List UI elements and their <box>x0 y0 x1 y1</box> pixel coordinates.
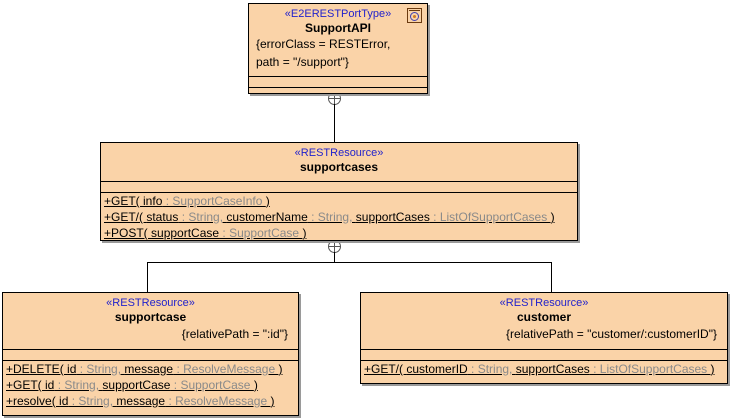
operation-identifier: message <box>116 394 166 408</box>
class-box-supportcases[interactable]: «RESTResource» supportcases +GET( info :… <box>100 142 578 241</box>
operation-identifier: +GET( <box>6 378 46 392</box>
operation-row[interactable]: +GET/( status : String, customerName : S… <box>101 209 577 225</box>
operation-identifier: ) <box>265 194 270 208</box>
port-type-icon <box>407 8 422 23</box>
operation-identifier: customerID <box>406 362 468 376</box>
supportcases-name: supportcases <box>299 160 379 174</box>
operation-identifier: status <box>146 210 179 224</box>
operation-row[interactable]: +GET( id : String, supportCase : Support… <box>3 377 298 393</box>
operation-identifier: supportCases <box>515 362 590 376</box>
containment-stem-supportcases <box>334 252 335 263</box>
operation-identifier: id <box>59 394 69 408</box>
supportcase-stereotype: «RESTResource» <box>106 297 195 309</box>
operation-identifier: +GET/( <box>104 210 147 224</box>
containment-drop-supportcase <box>147 262 148 292</box>
operation-identifier: +POST( <box>104 226 152 240</box>
operation-type: : SupportCase <box>219 226 303 240</box>
operation-type: : SupportCaseInfo <box>162 194 266 208</box>
operation-identifier: +GET/( <box>364 362 407 376</box>
supportcases-stereotype: «RESTResource» <box>294 147 384 159</box>
customer-attributes-compartment <box>361 349 727 360</box>
operation-identifier: supportCase <box>102 378 171 392</box>
operation-type: : String, <box>54 378 103 392</box>
support-api-stereotype: «E2ERESTPortType» <box>284 8 392 20</box>
operation-row[interactable]: +DELETE( id : String, message : ResolveM… <box>3 361 298 377</box>
operation-identifier: info <box>143 194 163 208</box>
containment-line-supportapi-supportcases <box>334 104 335 142</box>
operation-signature: +GET/( status : String, customerName : S… <box>104 210 555 224</box>
operation-identifier: message <box>124 362 174 376</box>
operation-type: : String, <box>178 210 227 224</box>
support-api-operations-compartment <box>249 87 427 98</box>
operation-signature: +DELETE( id : String, message : ResolveM… <box>6 362 283 376</box>
customer-name: customer <box>516 310 572 324</box>
operation-identifier: ) <box>302 226 307 240</box>
supportcases-operations-compartment: +GET( info : SupportCaseInfo )+GET/( sta… <box>101 192 577 241</box>
supportcases-header: «RESTResource» supportcases <box>101 143 577 181</box>
containment-drop-customer <box>551 262 552 292</box>
operation-identifier: +GET( <box>104 194 144 208</box>
supportcases-attributes-compartment <box>101 181 577 192</box>
support-api-header: «E2ERESTPortType» SupportAPI {errorClass… <box>249 4 427 76</box>
class-box-customer[interactable]: «RESTResource» customer {relativePath = … <box>360 292 728 384</box>
support-api-properties-line2: path = "/support"} <box>256 55 349 69</box>
operation-identifier: ) <box>270 394 275 408</box>
operation-type: : String, <box>68 394 117 408</box>
operation-signature: +GET/( customerID : String, supportCases… <box>364 362 715 376</box>
class-box-support-api[interactable]: «E2ERESTPortType» SupportAPI {errorClass… <box>248 3 428 94</box>
containment-branch-bar <box>147 262 551 263</box>
operation-row[interactable]: +GET( info : SupportCaseInfo ) <box>101 193 577 209</box>
operation-type: : ResolveMessage <box>165 394 271 408</box>
operation-type: : SupportCase <box>170 378 254 392</box>
class-box-supportcase[interactable]: «RESTResource» supportcase {relativePath… <box>2 292 299 416</box>
operation-signature: +resolve( id : String, message : Resolve… <box>6 394 275 408</box>
operation-identifier: ) <box>710 362 715 376</box>
operation-type: : ResolveMessage <box>173 362 279 376</box>
operation-type: : ListOfSupportCases <box>429 210 551 224</box>
operation-signature: +GET( id : String, supportCase : Support… <box>6 378 258 392</box>
supportcase-name: supportcase <box>114 310 187 324</box>
operation-signature: +POST( supportCase : SupportCase ) <box>104 226 306 240</box>
operation-identifier: ) <box>550 210 555 224</box>
supportcase-properties: {relativePath = ":id"} <box>181 327 288 341</box>
support-api-attributes-compartment <box>249 76 427 87</box>
operation-identifier: customerName <box>226 210 308 224</box>
operation-row[interactable]: +POST( supportCase : SupportCase ) <box>101 225 577 241</box>
support-api-properties-line1: {errorClass = RESTError, <box>256 37 391 51</box>
operation-identifier: id <box>67 362 77 376</box>
operation-identifier: +resolve( <box>6 394 60 408</box>
supportcase-operations-compartment: +DELETE( id : String, message : ResolveM… <box>3 360 298 409</box>
supportcase-header: «RESTResource» supportcase {relativePath… <box>3 293 298 349</box>
customer-properties: {relativePath = "customer/:customerID"} <box>506 327 717 341</box>
operation-type: : ListOfSupportCases <box>589 362 711 376</box>
operation-signature: +GET( info : SupportCaseInfo ) <box>104 194 270 208</box>
operation-identifier: ) <box>278 362 283 376</box>
operation-row[interactable]: +GET/( customerID : String, supportCases… <box>361 361 727 377</box>
customer-stereotype: «RESTResource» <box>499 297 589 309</box>
operation-identifier: +DELETE( <box>6 362 68 376</box>
supportcase-attributes-compartment <box>3 349 298 360</box>
customer-header: «RESTResource» customer {relativePath = … <box>361 293 727 349</box>
operation-identifier: supportCases <box>355 210 430 224</box>
operation-type: : String, <box>467 362 516 376</box>
operation-row[interactable]: +resolve( id : String, message : Resolve… <box>3 393 298 409</box>
operation-identifier: id <box>45 378 55 392</box>
support-api-name: SupportAPI <box>305 21 371 35</box>
customer-operations-compartment: +GET/( customerID : String, supportCases… <box>361 360 727 377</box>
operation-identifier: supportCase <box>151 226 220 240</box>
operation-type: : String, <box>307 210 356 224</box>
operation-type: : String, <box>76 362 125 376</box>
operation-identifier: ) <box>253 378 258 392</box>
